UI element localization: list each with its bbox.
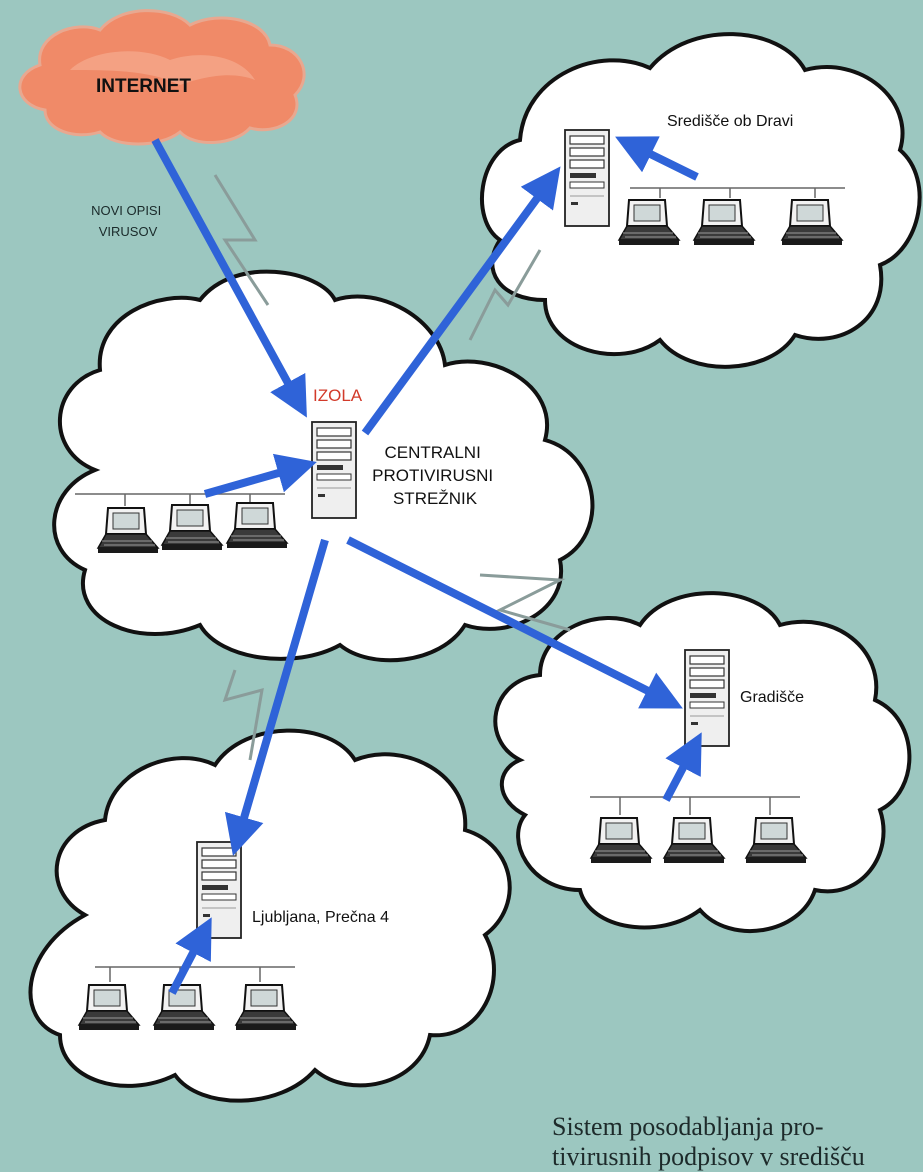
caption-line-1: Sistem posodabljanja pro- bbox=[552, 1112, 824, 1141]
figure-caption: Sistem posodabljanja pro- tivirusnih pod… bbox=[552, 1112, 912, 1172]
internet-cloud-icon bbox=[18, 9, 306, 146]
arrow-icon bbox=[346, 536, 683, 709]
central-server-title: CENTRALNI PROTIVIRUSNI STREŽNIK bbox=[372, 443, 498, 508]
site-label-sredisce: Središče ob Dravi bbox=[667, 113, 793, 130]
lightning-link-icon bbox=[213, 174, 571, 761]
new-signatures-label: NOVI OPISI VIRUSOV bbox=[91, 203, 165, 239]
central-location-label: IZOLA bbox=[313, 386, 363, 405]
arrow-icon bbox=[361, 166, 561, 436]
arrow-icon bbox=[203, 453, 317, 498]
server-tower-icon bbox=[684, 649, 730, 747]
arrow-icon bbox=[151, 138, 307, 418]
internet-label: INTERNET bbox=[96, 76, 191, 97]
caption-line-2: tivirusnih podpisov v središču bbox=[552, 1141, 865, 1171]
arrow-icon bbox=[615, 136, 699, 181]
cloud-ljubljana bbox=[28, 728, 512, 1103]
update-arrows bbox=[151, 136, 702, 995]
arrow-icon bbox=[168, 917, 212, 995]
site-label-ljubljana: Ljubljana, Prečna 4 bbox=[252, 909, 389, 926]
arrow-icon bbox=[224, 538, 329, 856]
site-label-gradisce: Gradišče bbox=[740, 689, 804, 706]
network-bus-lines bbox=[75, 187, 845, 982]
server-tower-icon bbox=[196, 841, 242, 939]
cloud-sredisce bbox=[480, 32, 922, 369]
arrow-icon bbox=[662, 732, 702, 802]
server-tower-icon bbox=[564, 129, 610, 227]
server-tower-icon bbox=[311, 421, 357, 519]
